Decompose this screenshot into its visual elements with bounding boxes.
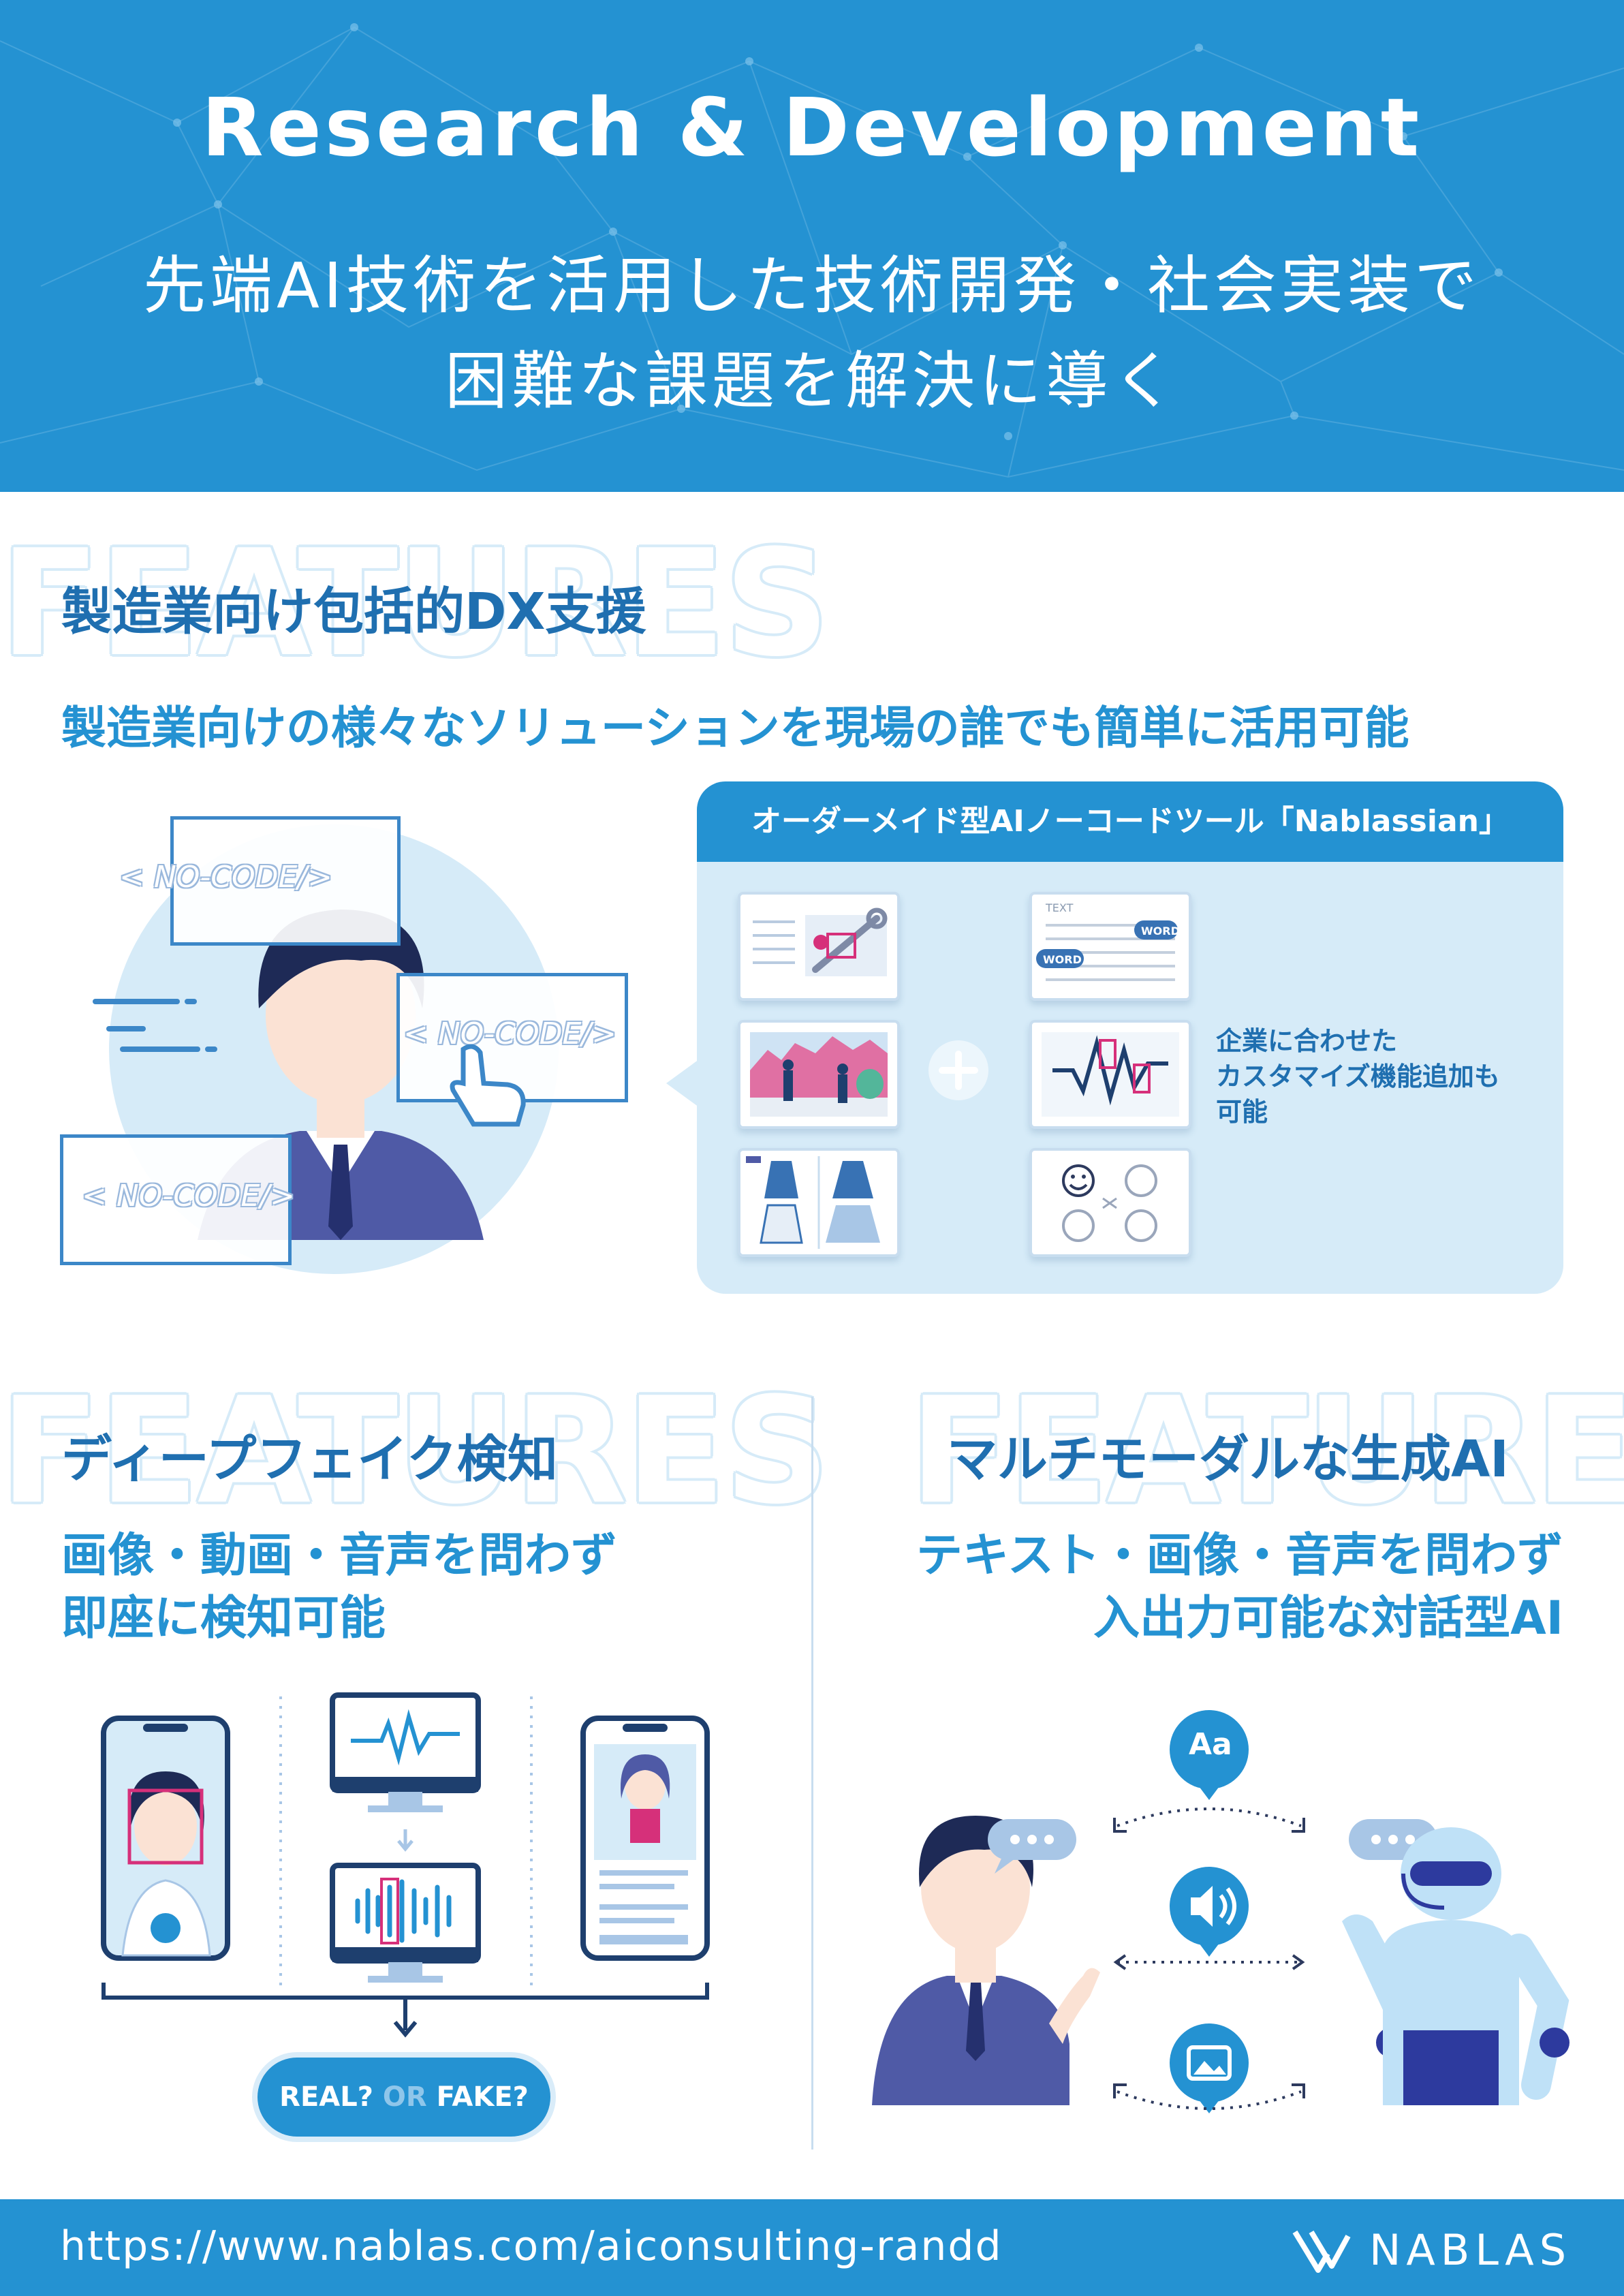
hero-title: Research & Development — [201, 80, 1423, 174]
robot-figure — [1342, 1827, 1570, 2105]
tile-word-label-2: WORD — [1043, 953, 1082, 966]
tile-emotion-recognition — [1029, 1148, 1191, 1257]
phone-video-call-icon — [101, 1716, 230, 1961]
nocode-label-bottom: < NO-CODE/> — [82, 1179, 296, 1213]
brand-name: NABLAS — [1369, 2225, 1572, 2275]
speaker-icon — [1170, 1867, 1249, 1957]
deepfake-desc-line2: 即座に検知可能 — [61, 1592, 386, 1645]
nocode-label-top: < NO-CODE/> — [119, 860, 333, 895]
tile-signal-analysis — [1029, 1020, 1191, 1129]
nocode-window-bottom — [60, 1134, 292, 1265]
multimodal-description: テキスト・画像・音声を問わず 入出力可能な対話型AI — [852, 1525, 1563, 1650]
tile-text-keyword: TEXT WORD WORD — [1029, 892, 1191, 1001]
nocode-window-top — [170, 816, 401, 946]
businessman-figure — [872, 1816, 1100, 2105]
dx-heading: 製造業向け包括的DX支援 — [61, 583, 646, 641]
network-pattern — [0, 23, 1624, 478]
multimodal-desc-line1: テキスト・画像・音声を問わず — [916, 1529, 1563, 1583]
motion-lines-icon — [93, 999, 217, 1052]
pill-or-text: OR — [382, 2081, 427, 2113]
pill-real-text: REAL? — [279, 2081, 373, 2113]
nablassian-panel: オーダーメイド型AIノーコードツール「Nablassian」 — [697, 781, 1563, 1294]
custom-note-line3: 可能 — [1216, 1097, 1268, 1127]
nablas-logo-icon — [1292, 2230, 1351, 2273]
features-watermark-left: FEATURES — [0, 1365, 830, 1536]
text-mode-icon — [1170, 1710, 1249, 1800]
dx-subheading: 製造業向けの様々なソリューションを現場の誰でも簡単に活用可能 — [61, 702, 1409, 754]
custom-note-line2: カスタマイズ機能追加も — [1216, 1061, 1500, 1091]
hero-subtitle-line1: 先端AI技術を活用した技術開発・社会実装で — [142, 249, 1482, 322]
monitor-waveform-icon — [330, 1863, 481, 1983]
hero-banner: Research & Development 先端AI技術を活用した技術開発・社… — [0, 0, 1624, 492]
plus-icon — [928, 1040, 988, 1100]
nocode-window-middle — [396, 973, 628, 1102]
features-watermark-right: FEATURES — [909, 1365, 1624, 1536]
deepfake-desc-line1: 画像・動画・音声を問わず — [61, 1529, 618, 1583]
phone-social-feed-icon — [580, 1716, 710, 1961]
multimodal-illustration — [872, 1710, 1570, 2113]
deepfake-heading: ディープフェイク検知 — [61, 1430, 558, 1489]
wrench-icon — [812, 915, 880, 973]
footer-bar: https://www.nablas.com/aiconsulting-rand… — [0, 2199, 1624, 2296]
features-watermark: FEATURES — [0, 518, 830, 689]
nocode-label-middle: < NO-CODE/> — [403, 1017, 617, 1051]
nablassian-panel-title: オーダーメイド型AIノーコードツール「Nablassian」 — [697, 781, 1563, 862]
text-mode-label: Aa — [1189, 1727, 1232, 1762]
monitor-audio-icon — [330, 1692, 481, 1812]
real-or-fake-badge: REAL? OR FAKE? — [257, 2058, 550, 2137]
custom-note-line1: 企業に合わせた — [1216, 1026, 1398, 1056]
hero-subtitle-line2: 困難な課題を解決に導く — [444, 345, 1179, 418]
callout-pointer — [666, 1059, 699, 1107]
multimodal-heading: マルチモーダルな生成AI — [947, 1430, 1509, 1489]
deepfake-illustration — [101, 1692, 710, 2038]
speech-bubble-icon — [988, 1819, 1076, 1874]
tile-anomaly-detection — [738, 892, 900, 1001]
tile-person-tracking — [738, 1020, 900, 1129]
multimodal-desc-line2: 入出力可能な対話型AI — [1093, 1592, 1563, 1645]
pill-fake-text: FAKE? — [436, 2081, 529, 2113]
deepfake-description: 画像・動画・音声を問わず 即座に検知可能 — [61, 1525, 617, 1650]
tile-outfit-recognition — [738, 1148, 900, 1257]
custom-feature-note: 企業に合わせた カスタマイズ機能追加も 可能 — [1216, 1023, 1500, 1130]
section-divider — [811, 1397, 813, 2150]
pointer-hand-icon — [450, 1044, 526, 1127]
tile-text-label: TEXT — [1046, 901, 1074, 914]
image-mode-icon — [1170, 2023, 1249, 2113]
tile-word-label-1: WORD — [1141, 925, 1180, 937]
alert-icon — [813, 935, 828, 950]
footer-url-link[interactable]: https://www.nablas.com/aiconsulting-rand… — [60, 2222, 1003, 2270]
